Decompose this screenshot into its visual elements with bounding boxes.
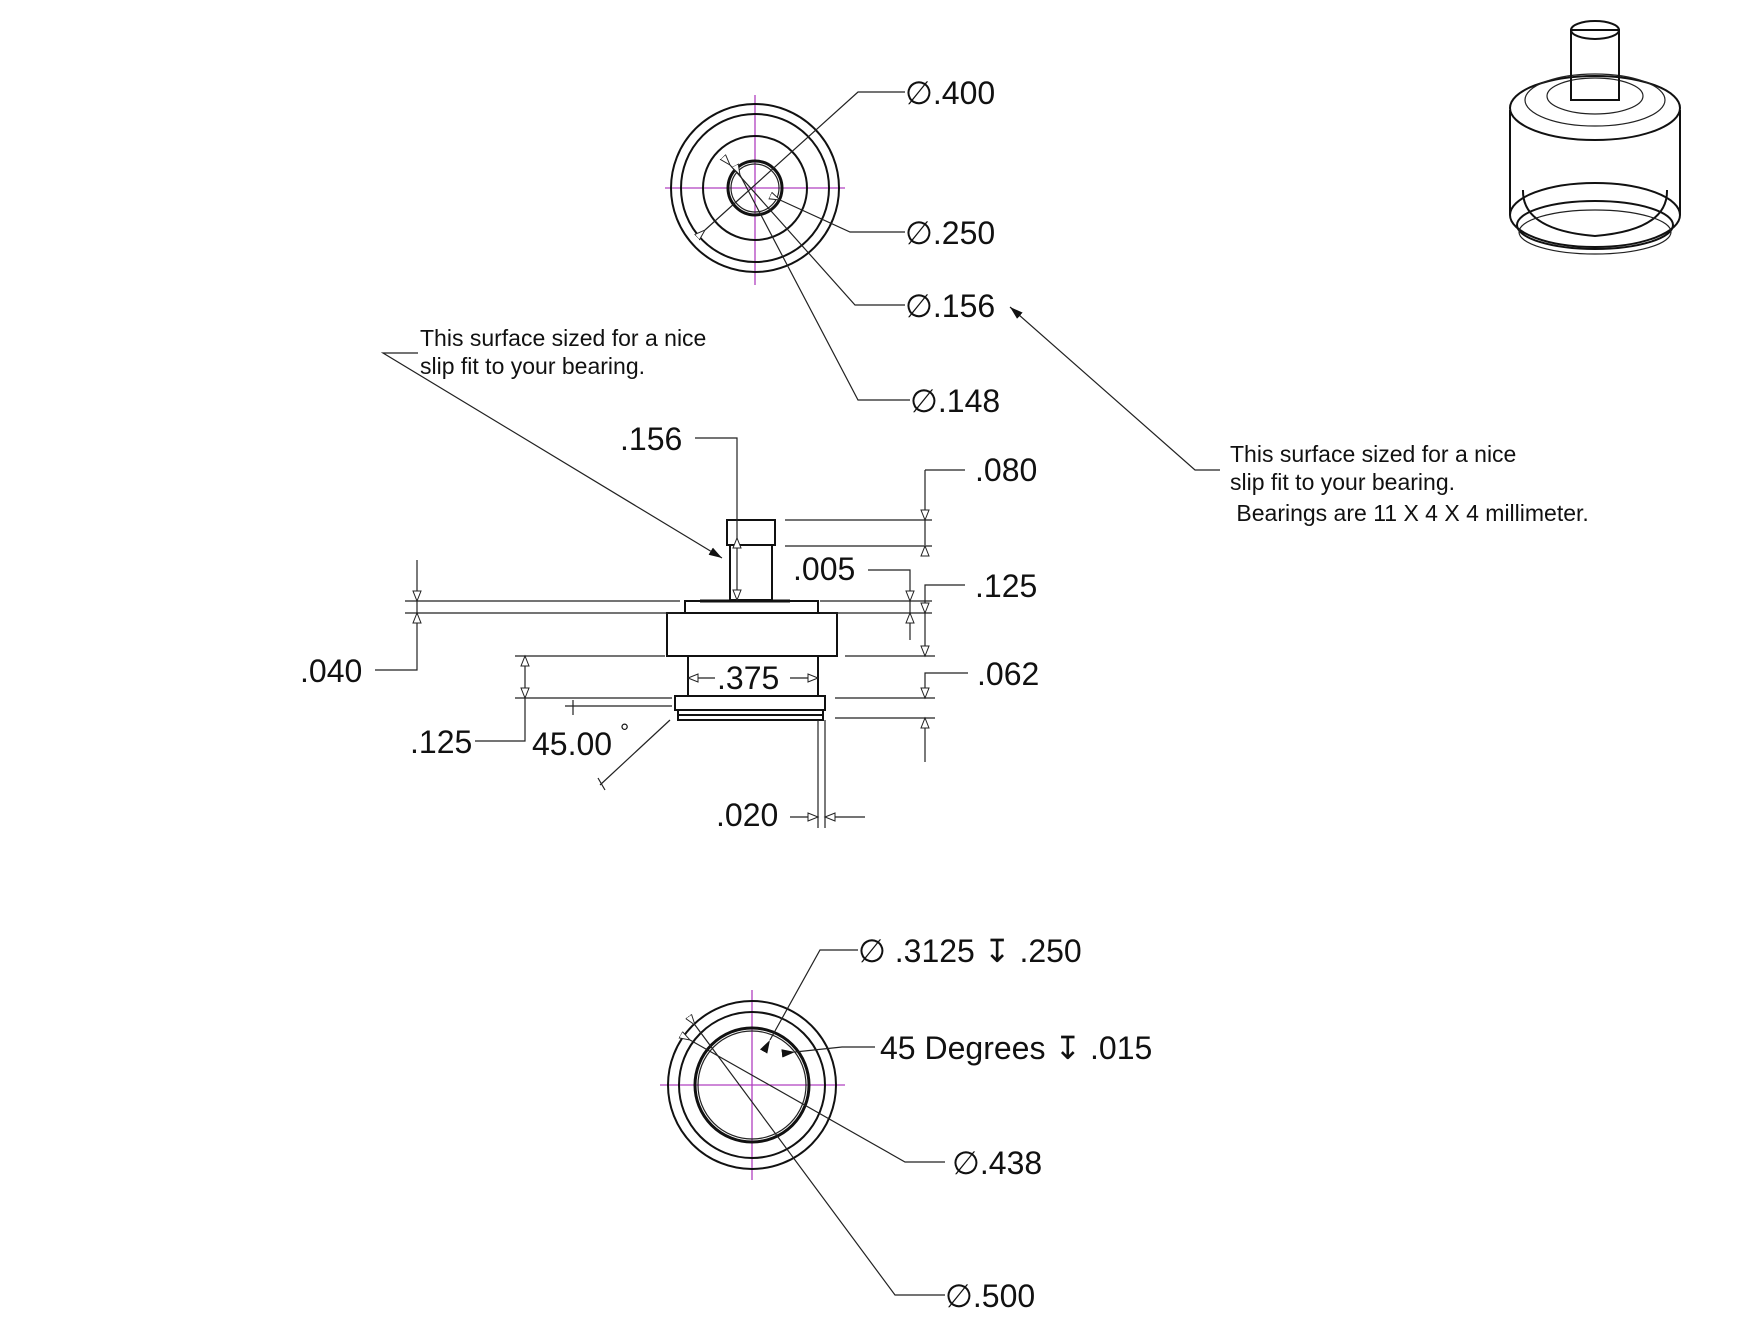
isometric-view <box>1509 20 1681 255</box>
note-right-line2: slip fit to your bearing. <box>1230 469 1455 495</box>
dim-side-005: .005 <box>793 551 855 587</box>
dim-side-125-right: .125 <box>975 568 1037 604</box>
dim-side-020: .020 <box>716 797 778 833</box>
dim-top-400: ∅.400 <box>905 75 995 111</box>
circle-500 <box>667 1000 837 1170</box>
pin-tip <box>726 519 776 546</box>
bottom-view <box>660 949 945 1296</box>
dim-bottom-chamfer: 45 Degrees ↧ .015 <box>880 1030 1152 1066</box>
note-left-line2: slip fit to your bearing. <box>420 353 645 379</box>
circle-438 <box>678 1011 826 1159</box>
dim-top-250: ∅.250 <box>905 215 995 251</box>
dim-top-148: ∅.148 <box>910 383 1000 419</box>
note-right-line3: Bearings are 11 X 4 X 4 millimeter. <box>1230 500 1589 526</box>
flange <box>666 612 838 657</box>
dim-bottom-counterbore: ∅ .3125 ↧ .250 <box>858 933 1082 969</box>
dim-side-angle: 45.00 <box>532 726 612 762</box>
dim-side-125-left: .125 <box>410 724 472 760</box>
counterbore-circle <box>693 1026 811 1144</box>
circle-156 <box>726 159 784 217</box>
top-view <box>665 91 910 401</box>
degree-mark: ° <box>620 719 629 745</box>
note-left-line1: This surface sized for a nice <box>420 325 706 351</box>
dim-side-375: .375 <box>717 660 779 696</box>
dim-top-156: ∅.156 <box>905 288 995 324</box>
circle-250 <box>702 135 808 241</box>
outer-circle-400 <box>670 103 840 273</box>
dim-side-080: .080 <box>975 452 1037 488</box>
dim-bottom-500: ∅.500 <box>945 1278 1035 1314</box>
dim-side-040: .040 <box>300 653 362 689</box>
note-right-line1: This surface sized for a nice <box>1230 441 1516 467</box>
dim-side-062: .062 <box>977 656 1039 692</box>
side-view <box>375 352 968 828</box>
dim-bottom-438: ∅.438 <box>952 1145 1042 1181</box>
dim-side-156: .156 <box>620 421 682 457</box>
